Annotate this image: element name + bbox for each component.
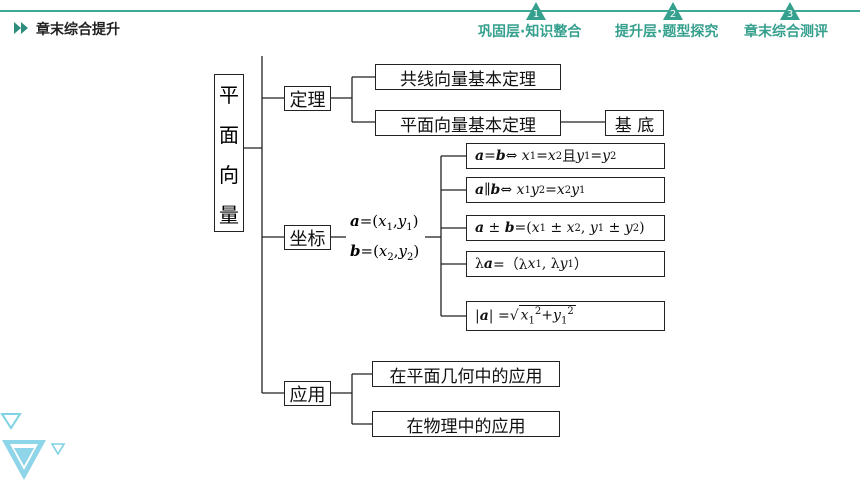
node-basis: 基 底 [605, 110, 664, 136]
root-char: 向 [219, 162, 239, 187]
step-number: 3 [787, 9, 793, 20]
node-plane-geometry-application: 在平面几何中的应用 [372, 361, 560, 387]
node-collinear-theorem: 共线向量基本定理 [375, 64, 561, 90]
header-bar: 章末综合提升 1 巩固层·知识整合 2 提升层·题型探究 3 章末综合测评 [0, 0, 860, 44]
root-char: 面 [219, 122, 239, 147]
step-badge-icon: 1 [526, 2, 546, 20]
node-plane-basis-theorem: 平面向量基本定理 [375, 110, 561, 136]
tab-label: 提升层·题型探究 [615, 24, 719, 40]
header-divider [0, 10, 860, 12]
play-icon [14, 22, 28, 34]
definition-b: b=(x2,y2) [350, 242, 420, 263]
tab-label: 巩固层·知识整合 [478, 24, 582, 40]
node-application: 应用 [284, 381, 331, 406]
tab-label: 章末综合测评 [744, 24, 828, 40]
step-badge-icon: 2 [663, 2, 683, 20]
root-char: 量 [219, 202, 239, 227]
formula-magnitude: |a| =√x12+y12 [466, 301, 665, 331]
root-char: 平 [219, 82, 239, 107]
node-physics-application: 在物理中的应用 [372, 411, 560, 437]
root-node-plane-vector: 平 面 向 量 [214, 74, 244, 232]
step-number: 2 [670, 9, 676, 20]
node-theorem: 定理 [284, 86, 331, 111]
definition-a: a=(x1,y1) [350, 212, 419, 233]
chapter-title: 章末综合提升 [36, 22, 120, 38]
node-coordinate: 坐标 [284, 225, 331, 250]
triangle-decoration-icon [0, 413, 66, 480]
step-badge-icon: 3 [780, 2, 800, 20]
step-number: 1 [533, 9, 539, 20]
